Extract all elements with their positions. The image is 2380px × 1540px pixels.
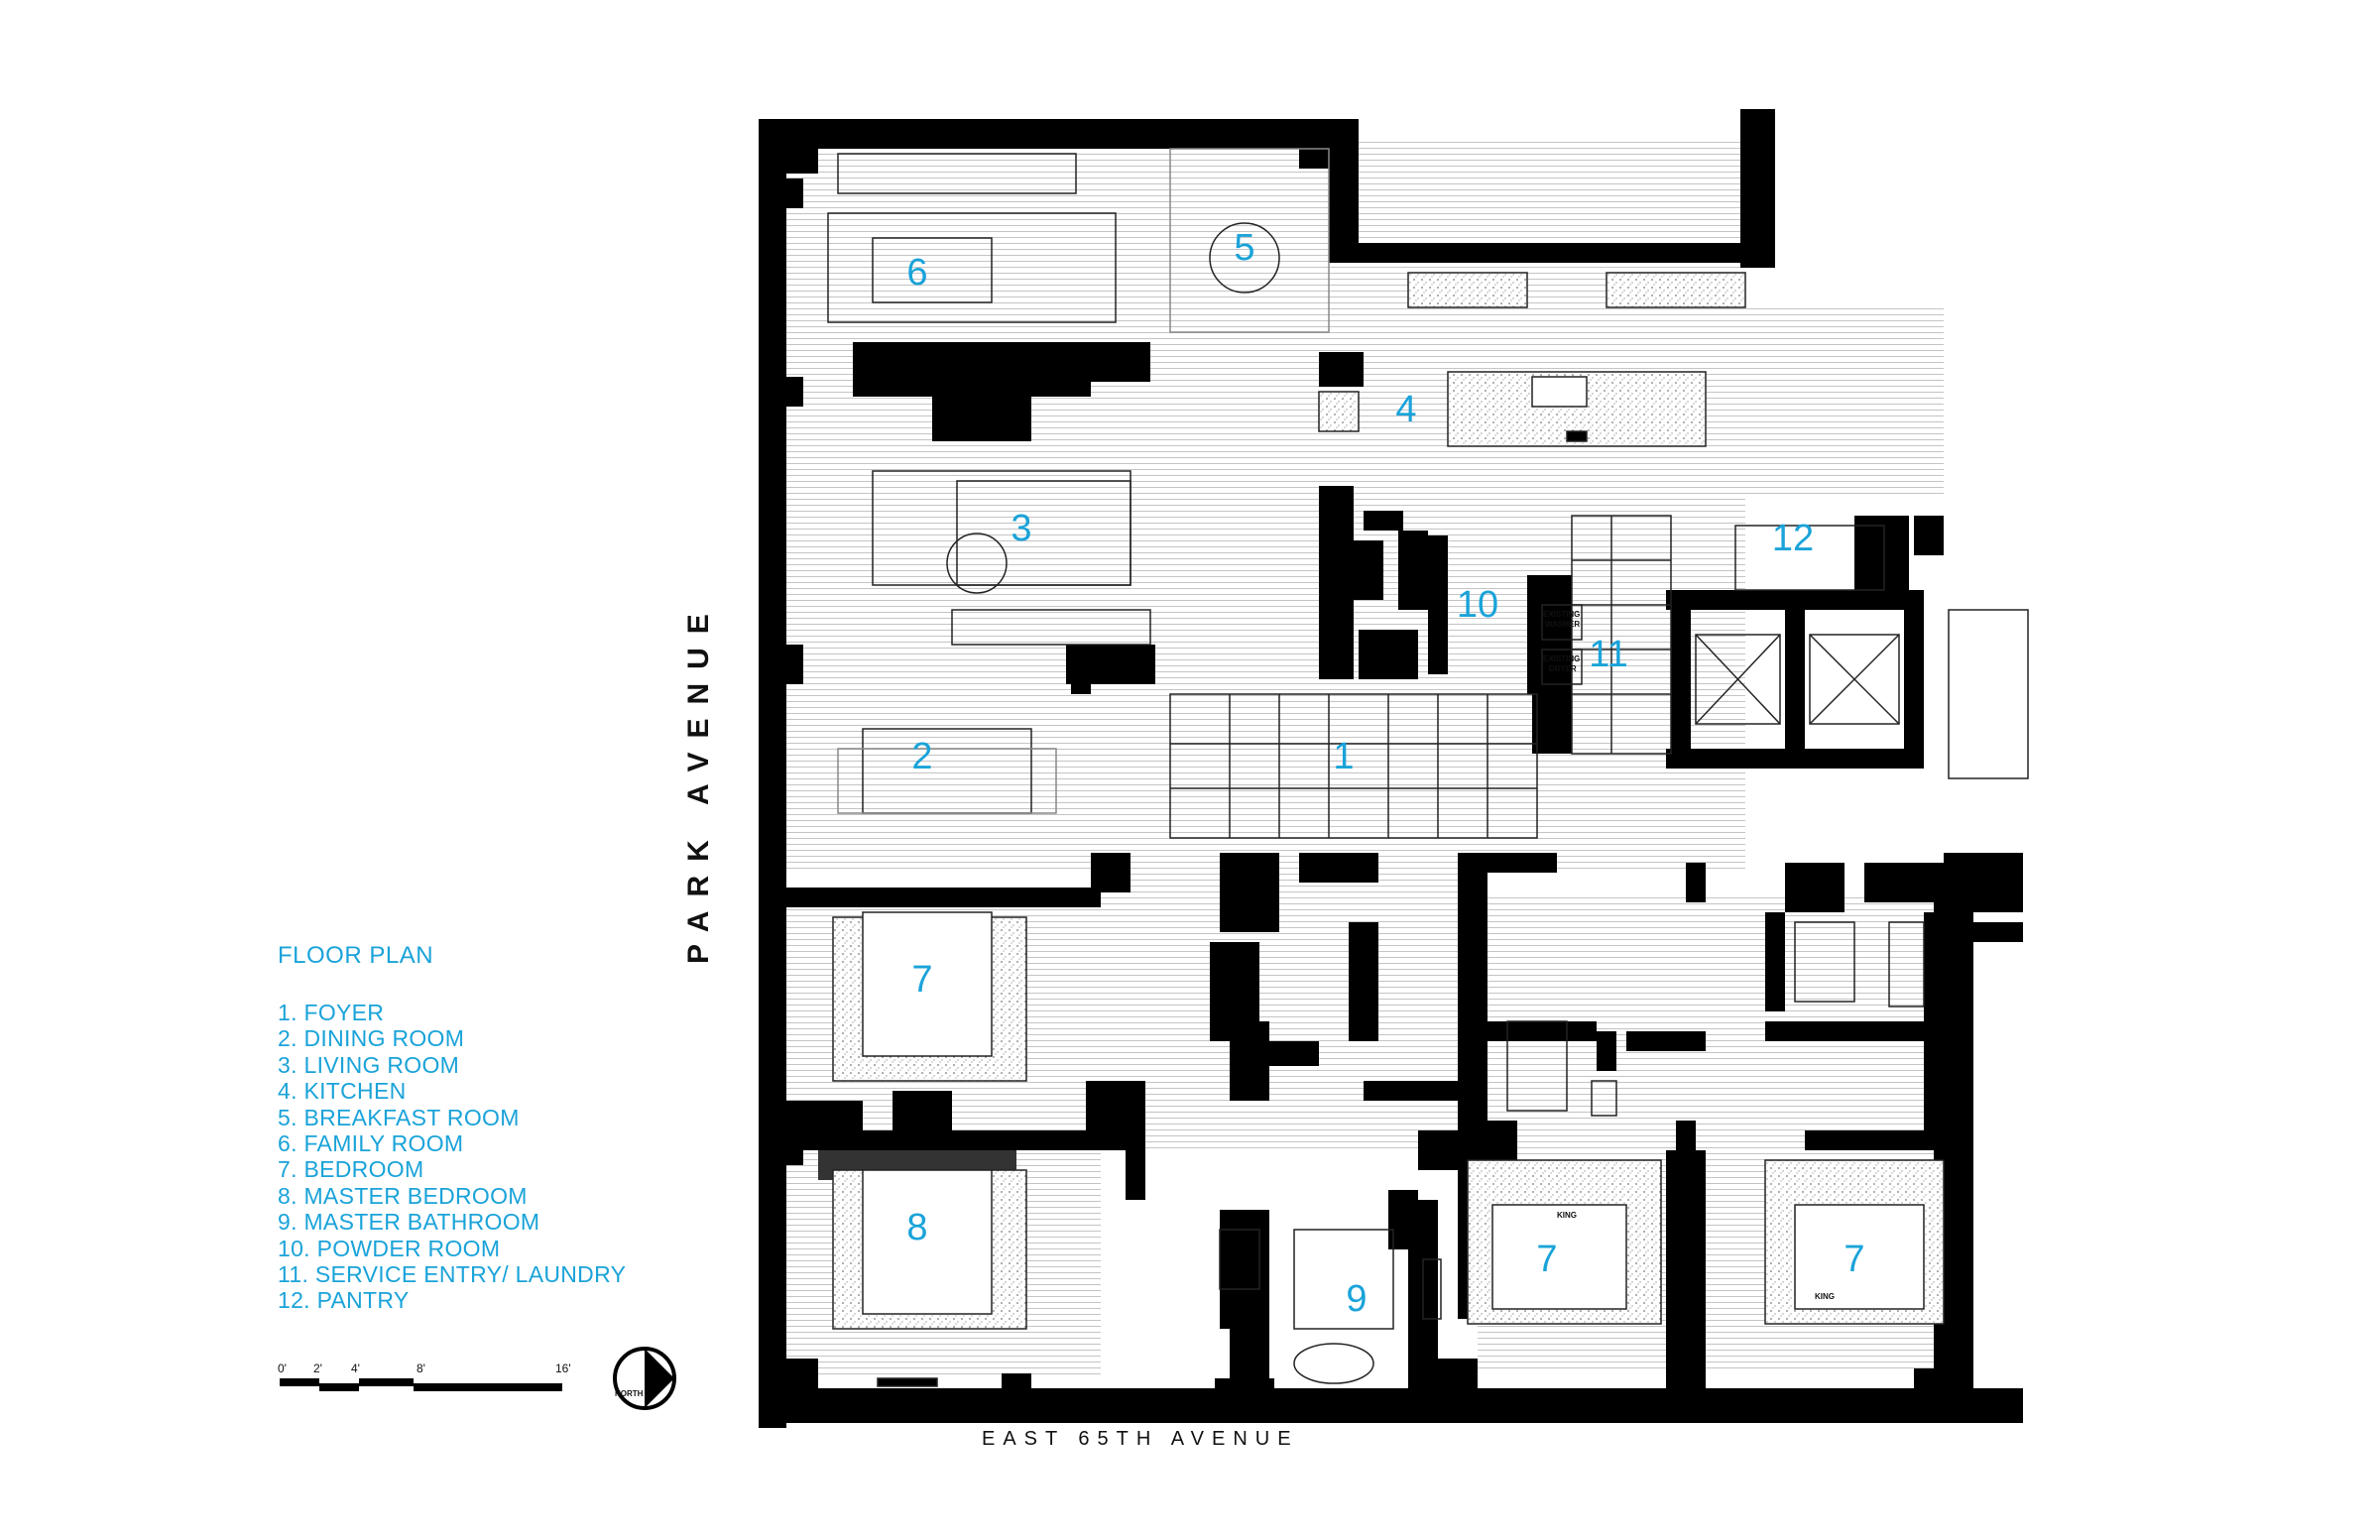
room-number-living: 3 — [1011, 508, 1031, 549]
room-number-dining: 2 — [911, 736, 932, 777]
room-number-breakfast: 5 — [1234, 227, 1254, 269]
scale-label-16: 16' — [555, 1362, 571, 1375]
legend-item-foyer: 1. FOYER — [278, 1000, 385, 1025]
legend-title: FLOOR PLAN — [278, 942, 434, 969]
north-arrow: NORTH — [613, 1347, 676, 1410]
legend-item-living-room: 3. LIVING ROOM — [278, 1051, 460, 1078]
appliance-labels: EXISTING WASHER EXISTING DRYER KING KING — [1543, 610, 1835, 1301]
room-number-pantry: 12 — [1772, 518, 1814, 559]
interior-walls — [783, 342, 1964, 1408]
king-label-b: KING — [1815, 1292, 1835, 1301]
room-number-bedroom-b: 7 — [1536, 1239, 1557, 1280]
room-number-bedroom-a: 7 — [911, 959, 932, 1001]
king-label-a: KING — [1557, 1211, 1577, 1220]
washer-label-line1: EXISTING — [1543, 610, 1580, 619]
room-number-master-bath: 9 — [1346, 1278, 1367, 1320]
scale-label-8: 8' — [416, 1362, 425, 1375]
north-arrow-label: NORTH — [615, 1389, 644, 1398]
fixtures — [827, 148, 2029, 1387]
legend-item-service-entry: 11. SERVICE ENTRY/ LAUNDRY — [278, 1261, 627, 1288]
legend-item-powder-room: 10. POWDER ROOM — [278, 1235, 501, 1261]
floor-plan-legend: FLOOR PLAN 1. FOYER 2. DINING ROOM 3. LI… — [278, 942, 626, 1314]
dryer-label-line2: DRYER — [1549, 664, 1577, 673]
room-number-family: 6 — [906, 252, 927, 294]
legend-item-dining-room: 2. DINING ROOM — [278, 1025, 465, 1052]
legend-item-bedroom: 7. BEDROOM — [278, 1156, 424, 1183]
room-number-bedroom-c: 7 — [1844, 1239, 1864, 1280]
room-number-powder: 10 — [1457, 584, 1498, 626]
room-number-service: 11 — [1589, 634, 1627, 675]
room-number-foyer: 1 — [1333, 736, 1354, 777]
legend-item-kitchen: 4. KITCHEN — [278, 1078, 407, 1105]
scale-label-2: 2' — [313, 1362, 322, 1375]
legend-list: 1. FOYER 2. DINING ROOM 3. LIVING ROOM 4… — [278, 1000, 626, 1314]
street-label-east-65th: EAST 65TH AVENUE — [982, 1428, 1299, 1450]
washer-label-line2: WASHER — [1545, 620, 1580, 629]
legend-item-breakfast-room: 5. BREAKFAST ROOM — [278, 1104, 520, 1130]
room-number-kitchen: 4 — [1395, 389, 1416, 430]
room-numbers: 1 2 3 4 5 6 7 7 7 8 9 10 11 12 — [906, 227, 1864, 1320]
scale-bar: 0' 2' 4' 8' 16' — [278, 1362, 571, 1391]
legend-item-pantry: 12. PANTRY — [278, 1287, 410, 1314]
scale-label-4: 4' — [351, 1362, 360, 1375]
legend-item-family-room: 6. FAMILY ROOM — [278, 1130, 464, 1157]
street-label-park-avenue: PARK AVENUE — [682, 600, 715, 964]
dryer-label-line1: EXISTING — [1543, 654, 1580, 663]
legend-item-master-bathroom: 9. MASTER BATHROOM — [278, 1209, 540, 1236]
room-number-master-bedroom: 8 — [906, 1207, 927, 1248]
scale-label-0: 0' — [278, 1362, 287, 1375]
legend-item-master-bedroom: 8. MASTER BEDROOM — [278, 1182, 528, 1209]
